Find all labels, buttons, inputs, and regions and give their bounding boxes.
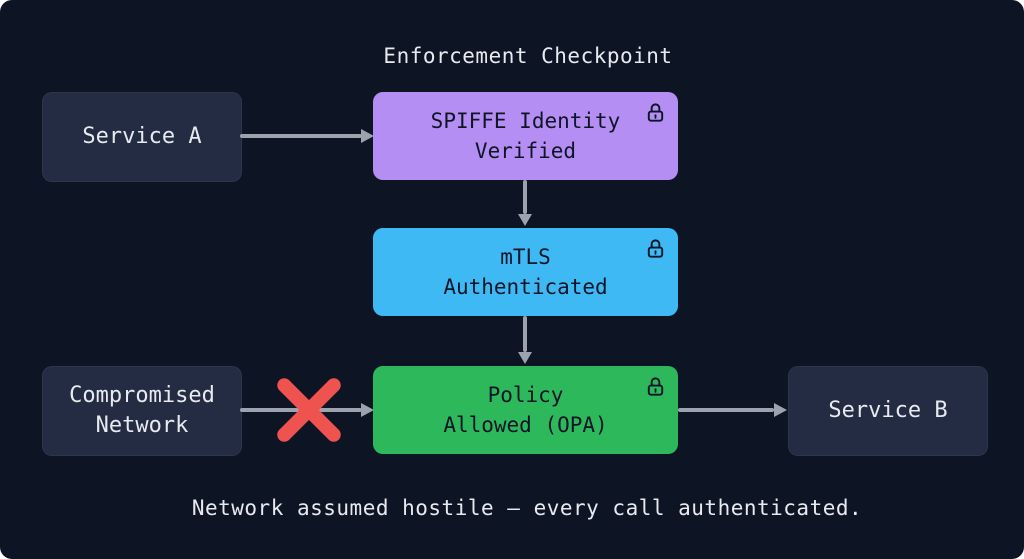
node-service-b-label: Service B [828,398,948,423]
node-policy-label: Policy Allowed (OPA) [443,380,607,440]
node-policy-allowed-opa: Policy Allowed (OPA) [373,366,678,454]
diagram-title: Enforcement Checkpoint [383,44,673,68]
node-spiffe-identity-verified: SPIFFE Identity Verified [373,92,678,180]
arrowhead-right-icon [774,403,787,417]
node-service-b: Service B [788,366,988,456]
node-mtls-label: mTLS Authenticated [443,242,607,302]
node-service-a: Service A [42,92,242,182]
node-spiffe-label: SPIFFE Identity Verified [431,106,621,166]
lock-icon [644,237,667,260]
node-compromised-network: Compromised Network [42,366,242,456]
node-spiffe-label-line1: SPIFFE Identity [430,109,621,133]
arrowhead-down-icon [518,352,532,364]
arrowhead-down-icon [518,214,532,226]
node-compromised-label: Compromised Network [69,381,215,441]
node-spiffe-label-line2: Verified [474,139,577,163]
blocked-x-icon [274,375,344,445]
arrowhead-right-icon [361,403,374,417]
arrow-policy-to-service-b [678,408,774,412]
arrow-spiffe-to-mtls [523,180,527,214]
node-mtls-label-line2: Authenticated [443,275,608,299]
arrow-service-a-to-spiffe [240,134,362,138]
node-policy-label-line2: Allowed (OPA) [443,413,608,437]
arrowhead-right-icon [361,129,374,143]
node-service-a-label: Service A [82,124,202,149]
lock-icon [644,375,667,398]
node-compromised-label-line1: Compromised [69,383,215,408]
arrow-mtls-to-policy [523,316,527,352]
node-mtls-authenticated: mTLS Authenticated [373,228,678,316]
node-policy-label-line1: Policy [487,383,564,407]
node-compromised-label-line2: Network [95,413,189,438]
lock-icon [644,101,667,124]
diagram-caption: Network assumed hostile — every call aut… [191,496,863,520]
node-mtls-label-line1: mTLS [500,245,551,269]
